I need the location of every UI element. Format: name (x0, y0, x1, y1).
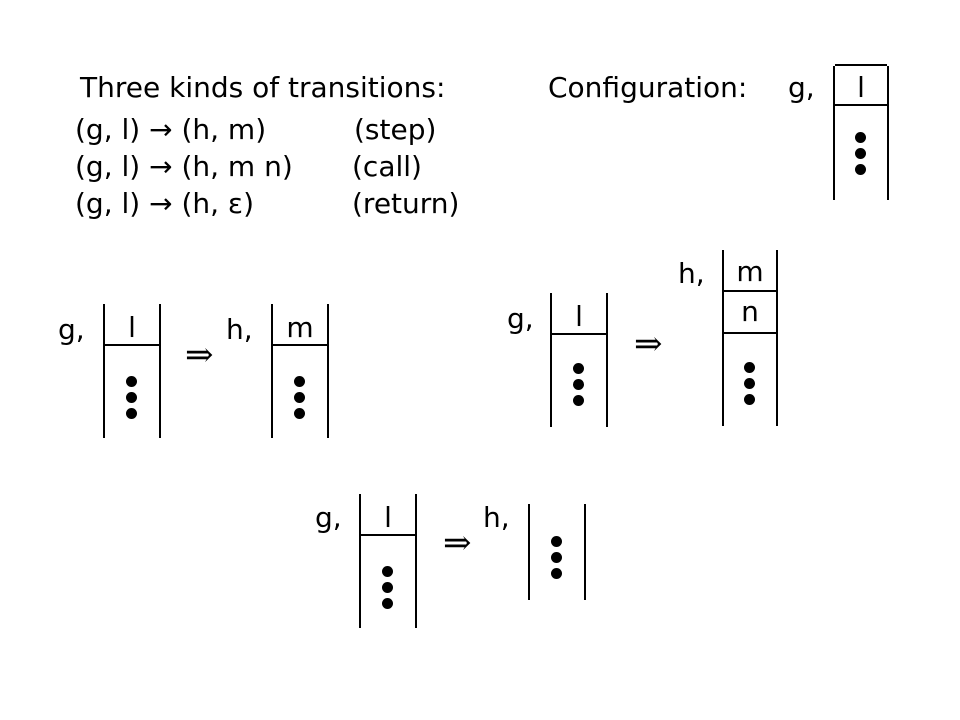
step-from-stack: l (103, 304, 161, 438)
ellipsis-dot (744, 394, 755, 405)
step-from-state: g, (58, 313, 85, 346)
ellipsis-dot (551, 552, 562, 563)
stack-cell-divider (361, 534, 415, 536)
ellipsis-dot (382, 582, 393, 593)
transition-call-kind: (call) (352, 150, 422, 183)
stack-top-symbol: m (286, 311, 314, 344)
transition-return-rule: (g, l) → (h, ε) (75, 187, 254, 220)
ellipsis-dot (382, 598, 393, 609)
stack-cell-divider (105, 344, 159, 346)
return-from-state: g, (315, 501, 342, 534)
return-to-stack (528, 504, 586, 600)
stack-top-edge (835, 64, 887, 66)
transition-step-kind: (step) (354, 113, 437, 146)
ellipsis-dot (855, 132, 866, 143)
ellipsis-dot (294, 408, 305, 419)
call-to-stack: m n (722, 250, 778, 426)
ellipsis-dot (382, 566, 393, 577)
stack-cell-divider (273, 344, 327, 346)
ellipsis-dot (551, 568, 562, 579)
ellipsis-dot (551, 536, 562, 547)
configuration-state: g, (788, 71, 815, 104)
stack-top-symbol: l (128, 311, 136, 344)
ellipsis-dot (855, 164, 866, 175)
stack-second-symbol: n (741, 295, 759, 328)
ellipsis-dot (294, 392, 305, 403)
transition-call-rule: (g, l) → (h, m n) (75, 150, 293, 183)
ellipsis-dot (573, 395, 584, 406)
stack-cell-divider (724, 290, 776, 292)
call-implies-arrow: ⇒ (634, 324, 663, 364)
transition-return-kind: (return) (352, 187, 460, 220)
ellipsis-dot (573, 363, 584, 374)
ellipsis-dot (126, 376, 137, 387)
ellipsis-dot (126, 392, 137, 403)
return-from-stack: l (359, 494, 417, 628)
step-implies-arrow: ⇒ (185, 335, 214, 375)
ellipsis-dot (294, 376, 305, 387)
stack-top-symbol: l (384, 501, 392, 534)
return-implies-arrow: ⇒ (443, 523, 472, 563)
return-to-state: h, (483, 501, 510, 534)
configuration-label: Configuration: (548, 71, 748, 104)
call-to-state: h, (678, 257, 705, 290)
stack-cell-divider (835, 104, 887, 106)
stack-cell-divider (724, 332, 776, 334)
stack-top-symbol: m (736, 255, 764, 288)
ellipsis-dot (744, 362, 755, 373)
ellipsis-dot (573, 379, 584, 390)
ellipsis-dot (126, 408, 137, 419)
call-from-stack: l (550, 293, 608, 427)
transition-step-rule: (g, l) → (h, m) (75, 113, 267, 146)
step-to-stack: m (271, 304, 329, 438)
transitions-heading: Three kinds of transitions: (80, 71, 446, 104)
stack-top-symbol: l (575, 300, 583, 333)
step-to-state: h, (226, 313, 253, 346)
stack-top-symbol: l (857, 71, 865, 104)
configuration-stack: l (833, 64, 889, 200)
ellipsis-dot (855, 148, 866, 159)
stack-cell-divider (552, 333, 606, 335)
ellipsis-dot (744, 378, 755, 389)
call-from-state: g, (507, 302, 534, 335)
